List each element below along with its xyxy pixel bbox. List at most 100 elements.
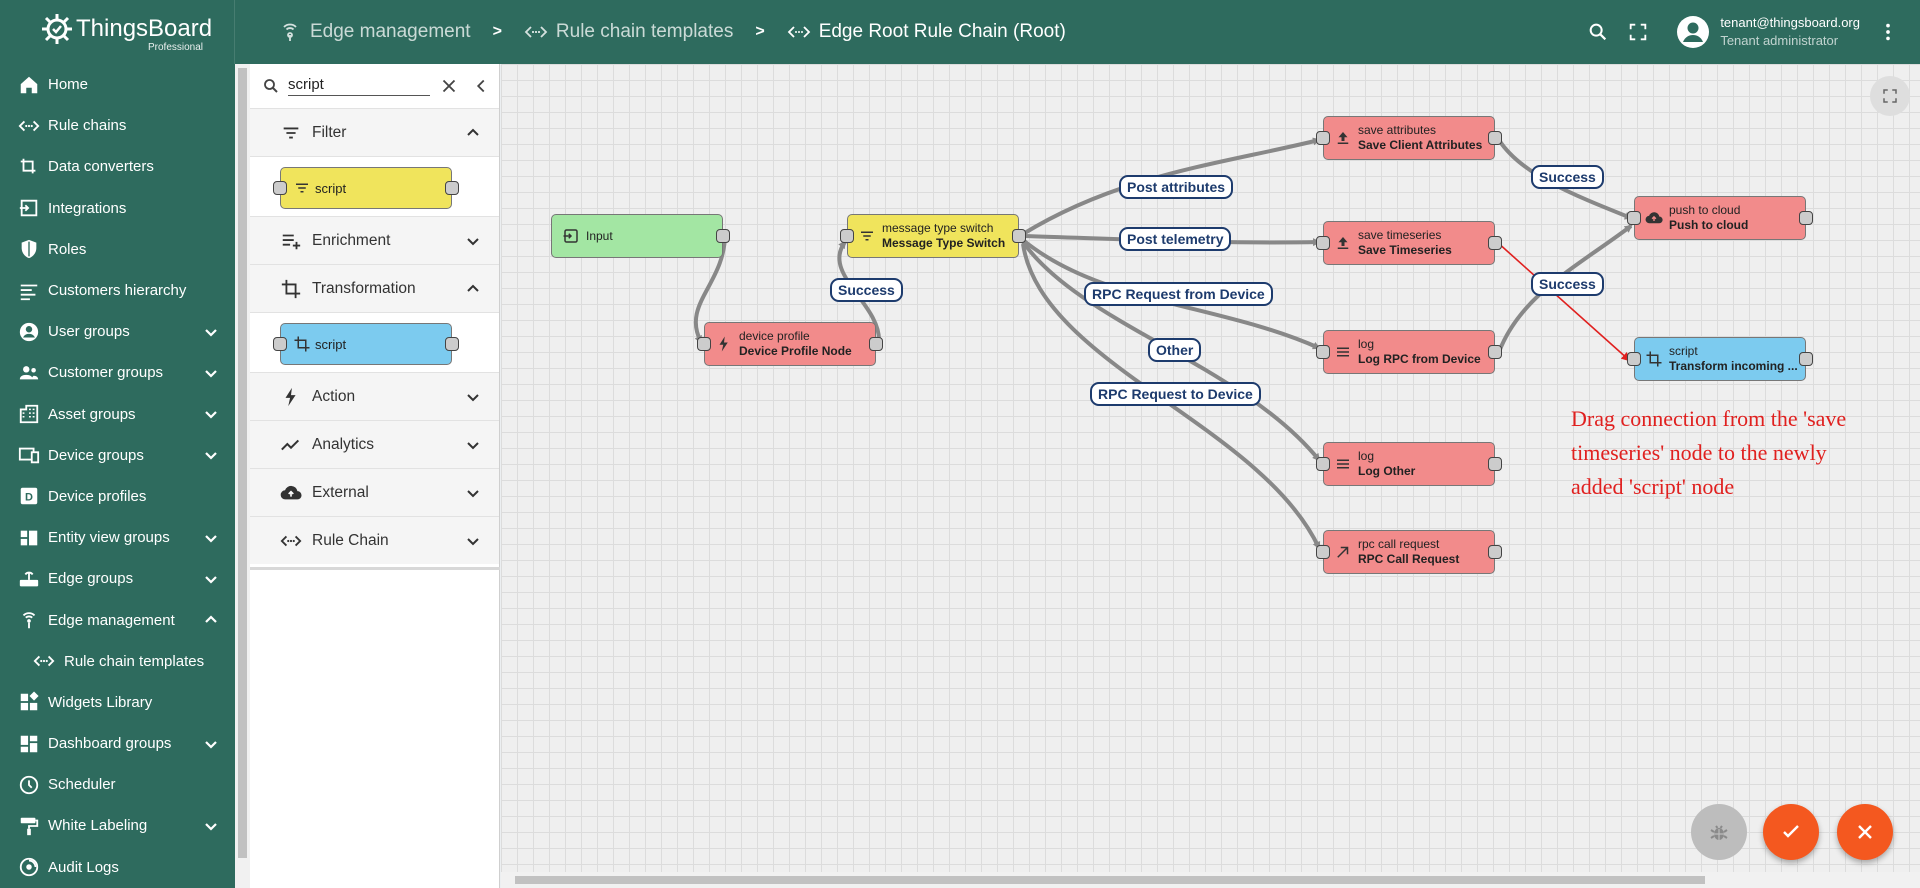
node-input-port[interactable]: [1316, 131, 1330, 145]
category-analytics[interactable]: Analytics: [250, 420, 499, 468]
hierarchy-icon: [18, 280, 40, 302]
cloud-upload-icon: [280, 485, 302, 499]
edge-label-post-telemetry[interactable]: Post telemetry: [1119, 227, 1232, 251]
debug-mode-button[interactable]: [1691, 804, 1747, 860]
node-output-port[interactable]: [1488, 545, 1502, 559]
node-output-port[interactable]: [1488, 457, 1502, 471]
clear-search-icon[interactable]: [438, 75, 460, 97]
canvas-scrollbar-thumb[interactable]: [515, 876, 1705, 884]
sidebar-item-device-groups[interactable]: Device groups: [0, 435, 235, 476]
node-input-port[interactable]: [1316, 545, 1330, 559]
rule-chain-icon: [787, 26, 810, 38]
avatar[interactable]: [1676, 15, 1710, 49]
sidebar-item-white-labeling[interactable]: White Labeling: [0, 805, 235, 846]
node-input-port[interactable]: [1316, 457, 1330, 471]
canvas-horizontal-scrollbar[interactable]: [501, 872, 1920, 888]
sidebar-item-asset-groups[interactable]: Asset groups: [0, 394, 235, 435]
sidebar-item-edge-management[interactable]: Edge management: [0, 599, 235, 640]
node-input-port[interactable]: [697, 337, 711, 351]
node-search-input[interactable]: [288, 76, 430, 96]
more-menu-button[interactable]: [1868, 12, 1908, 52]
node-output-port[interactable]: [1488, 236, 1502, 250]
category-rule-chain[interactable]: Rule Chain: [250, 516, 499, 564]
library-node-filter-script[interactable]: script: [273, 167, 459, 209]
edge-label-success[interactable]: Success: [1531, 272, 1604, 296]
discard-changes-button[interactable]: [1837, 804, 1893, 860]
dashboard-icon: [18, 733, 40, 755]
sidebar-item-roles[interactable]: Roles: [0, 229, 235, 270]
list-icon: [1334, 455, 1352, 473]
sidebar-item-user-groups[interactable]: User groups: [0, 311, 235, 352]
sidebar-item-edge-groups[interactable]: Edge groups: [0, 558, 235, 599]
breadcrumb-rule-chain-templates[interactable]: Rule chain templates: [524, 20, 733, 44]
category-external[interactable]: External: [250, 468, 499, 516]
node-input-port[interactable]: [840, 229, 854, 243]
sidebar-scrollbar-thumb[interactable]: [238, 68, 247, 858]
asset-icon: [18, 403, 40, 425]
edge-label-success[interactable]: Success: [830, 278, 903, 302]
sidebar-item-customers-hierarchy[interactable]: Customers hierarchy: [0, 270, 235, 311]
edge-switch-to-save-attributes: [1021, 137, 1321, 236]
apply-changes-button[interactable]: [1763, 804, 1819, 860]
edge-label-other[interactable]: Other: [1148, 338, 1202, 362]
sidebar-item-entity-view-groups[interactable]: Entity view groups: [0, 517, 235, 558]
sidebar-item-rule-chains[interactable]: Rule chains: [0, 105, 235, 146]
input-icon: [562, 227, 580, 245]
category-enrichment[interactable]: Enrichment: [250, 216, 499, 264]
sidebar-item-widgets-library[interactable]: Widgets Library: [0, 682, 235, 723]
sidebar-item-integrations[interactable]: Integrations: [0, 188, 235, 229]
user-info[interactable]: tenant@thingsboard.org Tenant administra…: [1720, 14, 1860, 50]
node-input-port[interactable]: [1316, 236, 1330, 250]
breadcrumb-edge-management[interactable]: Edge management: [278, 20, 471, 44]
node-input-port[interactable]: [1316, 345, 1330, 359]
fullscreen-button[interactable]: [1618, 12, 1658, 52]
node-input-port[interactable]: [1627, 211, 1641, 225]
edge-label-rpc-to-device[interactable]: RPC Request to Device: [1090, 382, 1261, 406]
sidebar-item-data-converters[interactable]: Data converters: [0, 146, 235, 187]
category-filter[interactable]: Filter: [250, 108, 499, 156]
sidebar-item-home[interactable]: Home: [0, 64, 235, 105]
node-output-port: [445, 181, 459, 195]
chevron-up-icon: [467, 128, 479, 136]
canvas-fullscreen-button[interactable]: [1870, 76, 1910, 116]
sidebar-item-scheduler[interactable]: Scheduler: [0, 764, 235, 805]
transformation-category-nodes: script: [250, 312, 499, 372]
category-action[interactable]: Action: [250, 372, 499, 420]
node-input-port[interactable]: [1627, 352, 1641, 366]
sidebar-item-device-profiles[interactable]: D Device profiles: [0, 476, 235, 517]
edge-icon: [283, 23, 297, 41]
brand-logo[interactable]: ThingsBoard Professional: [0, 0, 235, 64]
sidebar-item-rule-chain-templates[interactable]: Rule chain templates: [0, 641, 235, 682]
node-output-port[interactable]: [1799, 211, 1813, 225]
node-output-port[interactable]: [1012, 229, 1026, 243]
node-output-port[interactable]: [869, 337, 883, 351]
sidebar-scrollbar[interactable]: [235, 64, 250, 888]
category-transformation[interactable]: Transformation: [250, 264, 499, 312]
node-input[interactable]: Input: [551, 214, 730, 258]
chevron-up-icon: [467, 284, 479, 292]
chevron-down-icon: [467, 394, 479, 402]
node-output-port[interactable]: [1488, 131, 1502, 145]
collapse-panel-icon[interactable]: [470, 75, 492, 97]
edge-label-success[interactable]: Success: [1531, 165, 1604, 189]
sidebar-item-dashboard-groups[interactable]: Dashboard groups: [0, 723, 235, 764]
library-node-transformation-script[interactable]: script: [273, 323, 459, 365]
sidebar-item-customer-groups[interactable]: Customer groups: [0, 352, 235, 393]
sidebar-item-audit-logs[interactable]: Audit Logs: [0, 847, 235, 888]
node-output-port[interactable]: [716, 229, 730, 243]
node-output-port[interactable]: [1488, 345, 1502, 359]
edge-label-post-attributes[interactable]: Post attributes: [1119, 175, 1234, 199]
search-button[interactable]: [1578, 12, 1618, 52]
node-output-port[interactable]: [1799, 352, 1813, 366]
edge-label-rpc-from-device[interactable]: RPC Request from Device: [1084, 282, 1273, 306]
